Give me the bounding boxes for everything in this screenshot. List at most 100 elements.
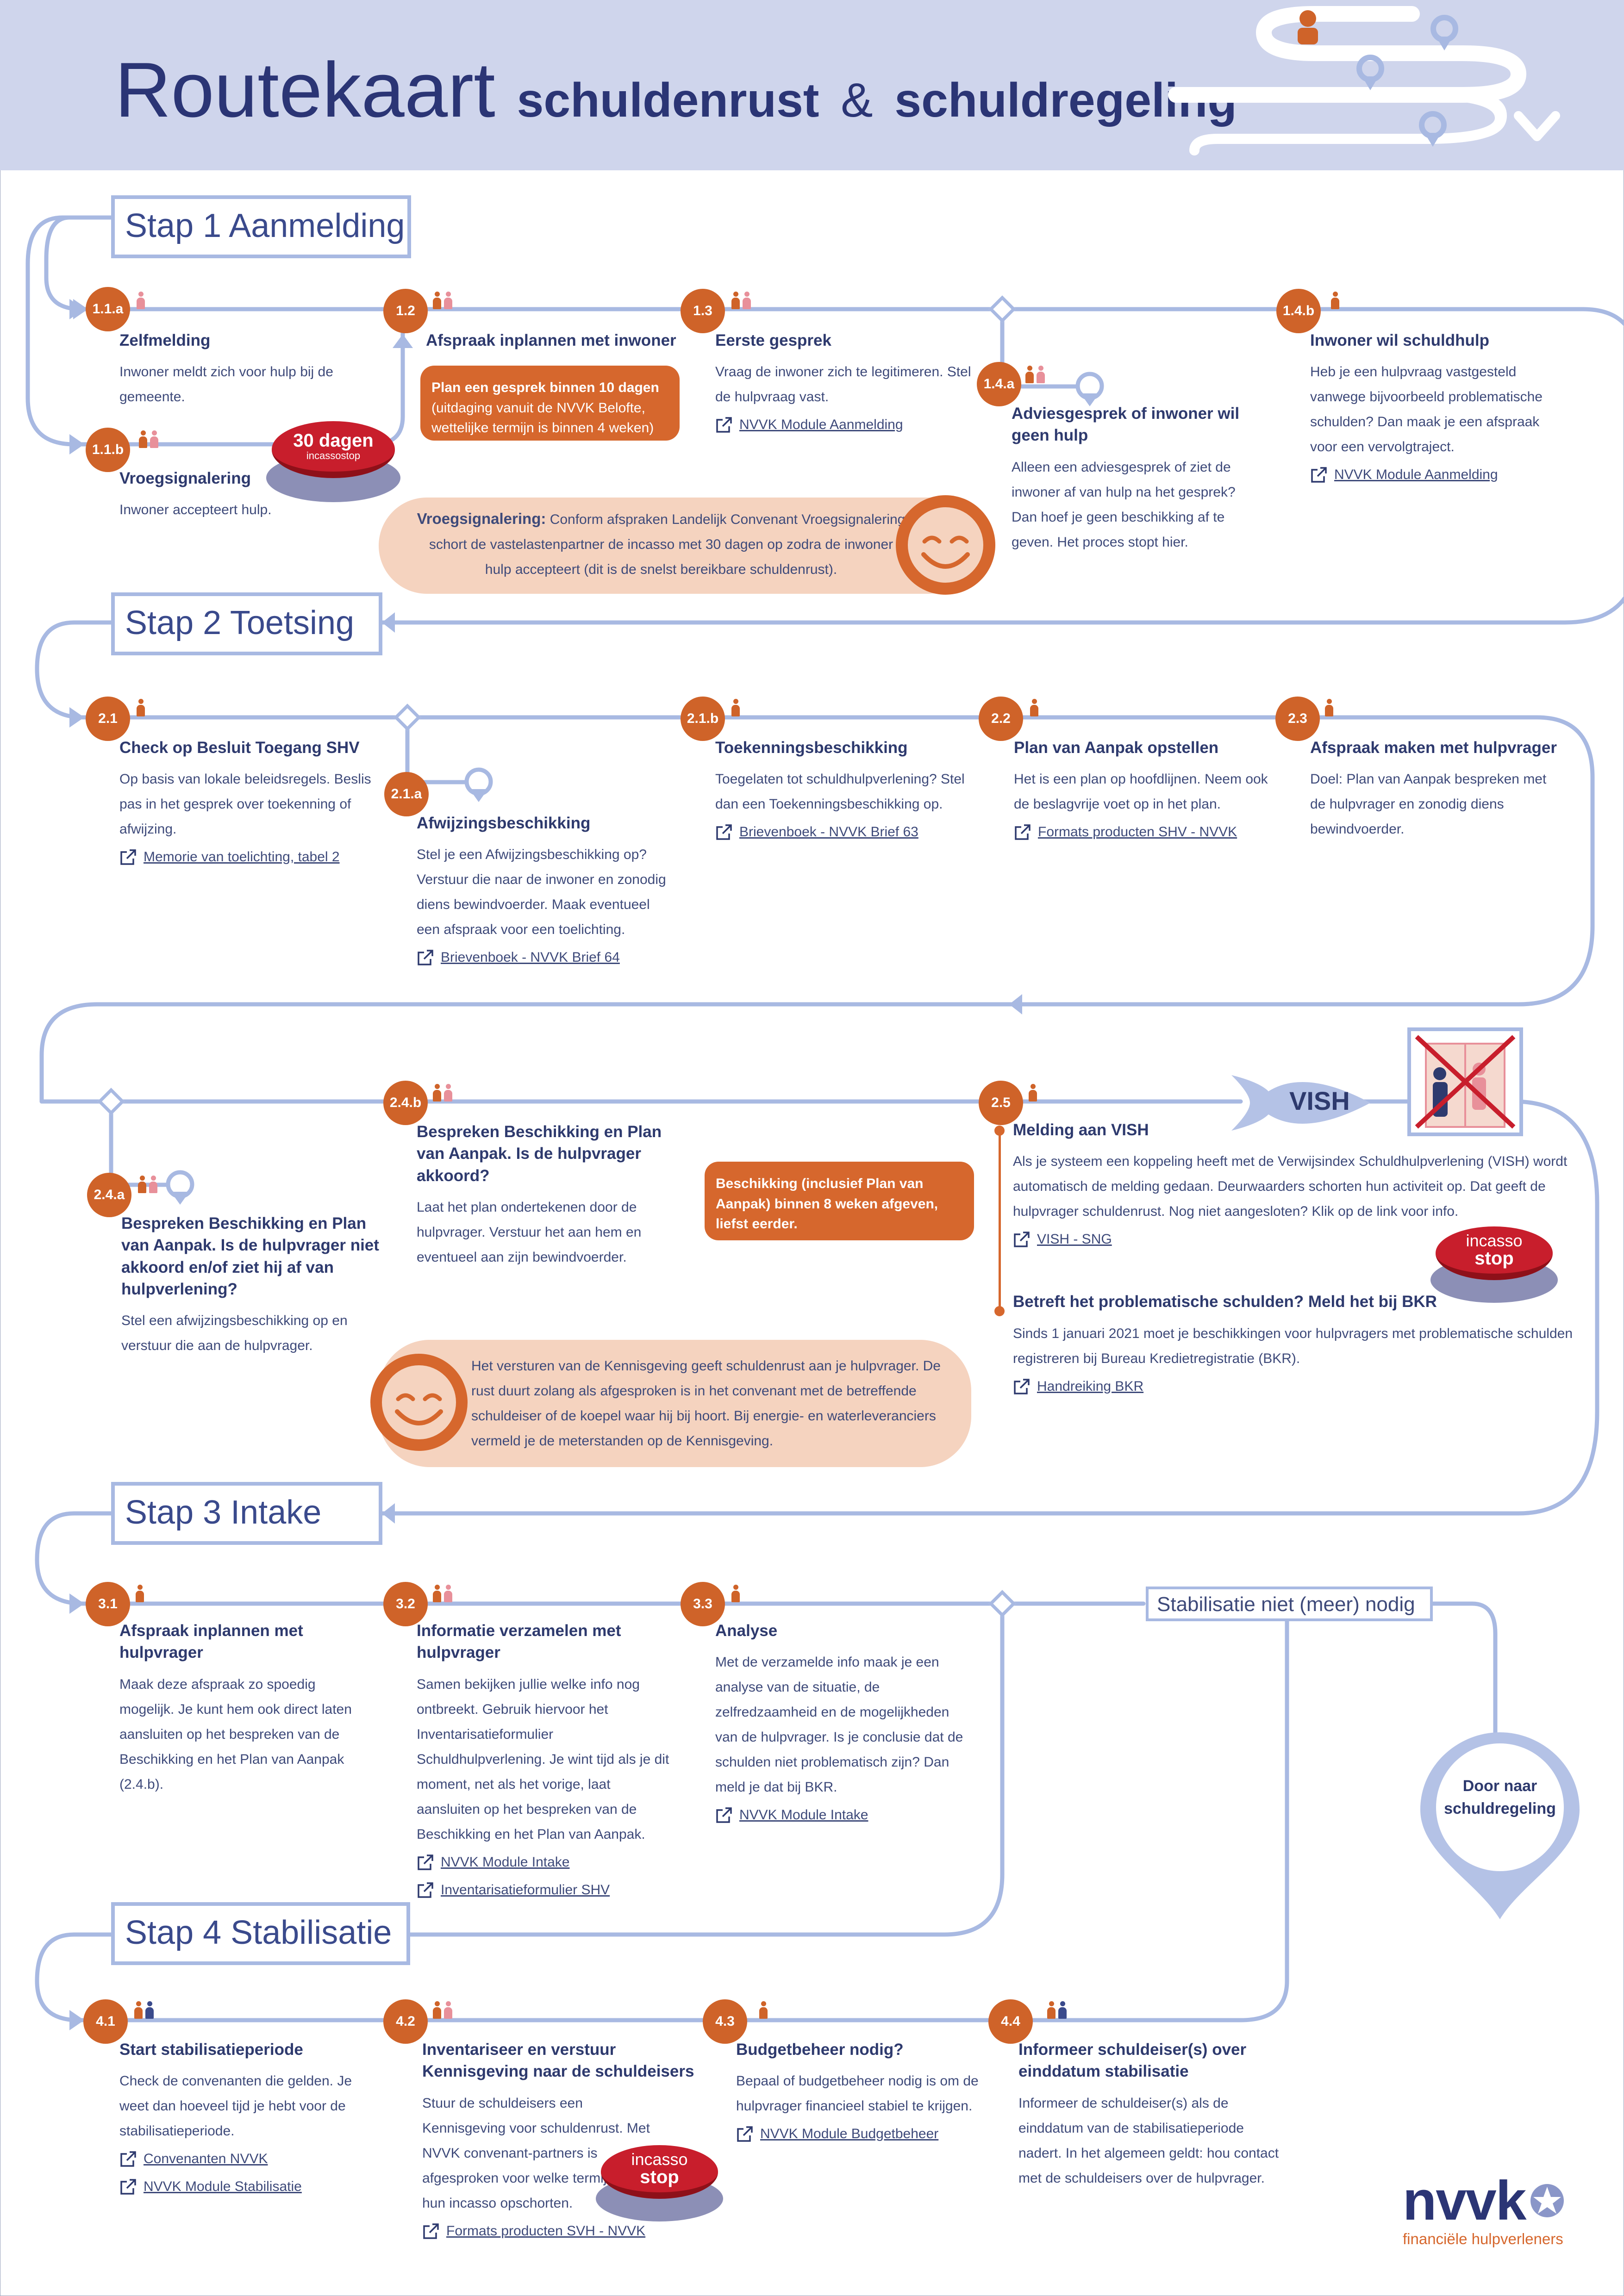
page-title: Routekaart schuldenrust & schuldregeling [115, 51, 1237, 129]
person-icon [433, 2001, 441, 2019]
location-pin-icon [1075, 372, 1104, 406]
person-icon-group [134, 2000, 154, 2019]
person-icon-group [136, 1584, 144, 1602]
person-icon-group [731, 291, 751, 309]
link-text[interactable]: VISH - SNG [1037, 1232, 1112, 1247]
node-number: 4.4 [988, 1999, 1033, 2044]
person-icon-group [433, 291, 452, 309]
destination-label: Door naar schuldregeling [1444, 1777, 1556, 1818]
link-text[interactable]: Handreiking BKR [1037, 1378, 1144, 1394]
link-text[interactable]: Convenanten NVVK [144, 2151, 268, 2167]
link-text[interactable]: Formats producten SVH - NVVK [446, 2223, 646, 2239]
link-vish-sng[interactable]: VISH - SNG [1013, 1227, 1587, 1252]
node-number: 3.3 [681, 1582, 725, 1626]
node-text: Heb je een hulpvraag vastgesteld vanwege… [1310, 364, 1543, 455]
callout-line-1: Plan een gesprek binnen 10 dagen [431, 380, 659, 395]
link-text[interactable]: NVVK Module Stabilisatie [144, 2179, 302, 2195]
person-icon [1047, 2001, 1056, 2019]
node-title-bkr: Betreft het problematische schulden? Mel… [1013, 1293, 1437, 1311]
callout-label: Vroegsignalering: [417, 510, 546, 527]
stamp-main: incasso [1466, 1231, 1523, 1250]
node-number: 4.2 [383, 1999, 428, 2044]
external-link-icon [418, 1882, 433, 1898]
step-4-stabilisatie: Stap 4 Stabilisatie [111, 1902, 410, 1965]
node-number: 2.1.b [681, 697, 725, 741]
external-link-icon [418, 950, 433, 965]
node-text: Stuur de schuldeisers een Kennisgeving v… [422, 2095, 650, 2211]
location-pin-icon [1419, 111, 1447, 147]
link-nvvk-module-intake-2[interactable]: NVVK Module Intake [715, 1803, 974, 1828]
person-icon [1029, 1084, 1037, 1101]
node-2-4-a: Bespreken Beschikking en Plan van Aanpak… [121, 1213, 381, 1358]
link-text[interactable]: NVVK Module Intake [441, 1854, 570, 1870]
person-icon [731, 699, 740, 716]
title-routekaart: Routekaart [115, 46, 495, 133]
node-text: Inwoner meldt zich voor hulp bij de geme… [119, 364, 333, 405]
person-icon-group [731, 1584, 740, 1602]
node-title: Afspraak inplannen met hulpvrager [119, 1622, 303, 1662]
node-1-4-b: Inwoner wil schuldhulp Heb je een hulpvr… [1310, 330, 1569, 487]
link-brievenboek-64[interactable]: Brievenboek - NVVK Brief 64 [417, 945, 676, 970]
link-nvvk-module-intake[interactable]: NVVK Module Intake [417, 1850, 676, 1875]
link-brievenboek-63[interactable]: Brievenboek - NVVK Brief 63 [715, 820, 974, 845]
link-text[interactable]: Inventarisatieformulier SHV [441, 1882, 610, 1898]
link-memorie-van-toelichting[interactable]: Memorie van toelichting, tabel 2 [119, 845, 379, 870]
person-icon [1058, 2001, 1067, 2019]
link-nvvk-module-stabilisatie[interactable]: NVVK Module Stabilisatie [119, 2174, 379, 2199]
link-text[interactable]: NVVK Module Budgetbeheer [760, 2126, 939, 2142]
link-nvvk-module-aanmelding[interactable]: NVVK Module Aanmelding [715, 412, 974, 437]
external-link-icon [120, 2179, 136, 2195]
link-text[interactable]: Memorie van toelichting, tabel 2 [144, 849, 340, 865]
node-title: Inventariseer en verstuur Kennisgeving n… [422, 2041, 694, 2081]
person-icon [149, 1176, 157, 1193]
link-text[interactable]: Formats producten SHV - NVVK [1038, 824, 1237, 840]
person-icon-group [138, 1175, 157, 1193]
link-nvvk-module-aanmelding-2[interactable]: NVVK Module Aanmelding [1310, 462, 1569, 487]
person-icon [731, 292, 740, 309]
node-title: Afspraak inplannen met inwoner [426, 331, 676, 349]
node-2-1-a: Afwijzingsbeschikking Stel je een Afwijz… [417, 812, 676, 970]
person-icon [136, 1585, 144, 1602]
person-icon-group [433, 2000, 452, 2019]
node-number: 1.2 [383, 289, 428, 333]
node-title: Toekenningsbeschikking [715, 739, 908, 757]
node-1-2: Afspraak inplannen met inwoner [426, 330, 685, 360]
link-handreiking-bkr[interactable]: Handreiking BKR [1013, 1374, 1587, 1399]
node-title: Zelfmelding [119, 331, 211, 349]
person-icon [444, 2001, 452, 2019]
stamp-sub: stop [1474, 1248, 1514, 1269]
title-schuldenrust: schuldenrust [517, 74, 819, 127]
link-text[interactable]: Brievenboek - NVVK Brief 63 [739, 824, 918, 840]
person-icon-group [137, 291, 145, 309]
person-icon-group [1025, 365, 1045, 383]
node-number: 2.3 [1275, 697, 1320, 741]
stamp-main: 30 dagen [293, 430, 374, 451]
link-text[interactable]: NVVK Module Aanmelding [1334, 467, 1498, 483]
link-text[interactable]: NVVK Module Aanmelding [739, 417, 903, 433]
link-text[interactable]: Brievenboek - NVVK Brief 64 [441, 950, 620, 965]
node-text: Bepaal of budgetbeheer nodig is om de hu… [736, 2073, 979, 2114]
person-icon [759, 2001, 768, 2019]
link-formats-producten-svh[interactable]: Formats producten SVH - NVVK [422, 2219, 700, 2244]
node-3-2: Informatie verzamelen met hulpvrager Sam… [417, 1620, 676, 1903]
node-number: 3.1 [86, 1582, 130, 1626]
node-2-2: Plan van Aanpak opstellen Het is een pla… [1014, 737, 1273, 845]
node-number: 4.3 [703, 1999, 747, 2044]
link-formats-producten-shv[interactable]: Formats producten SHV - NVVK [1014, 820, 1273, 845]
node-number: 2.1 [86, 697, 130, 741]
node-title: Afwijzingsbeschikking [417, 814, 591, 832]
bullet-line [999, 1129, 1001, 1310]
node-title: Bespreken Beschikking en Plan van Aanpak… [121, 1214, 379, 1298]
node-number: 3.2 [383, 1582, 428, 1626]
person-icon [433, 292, 441, 309]
person-icon-group [759, 2000, 768, 2019]
node-2-4-b: Bespreken Beschikking en Plan van Aanpak… [417, 1121, 676, 1270]
node-2-3: Afspraak maken met hulpvrager Doel: Plan… [1310, 737, 1560, 842]
link-nvvk-module-budgetbeheer[interactable]: NVVK Module Budgetbeheer [736, 2122, 986, 2147]
node-4-2: Inventariseer en verstuur Kennisgeving n… [422, 2039, 700, 2244]
link-text[interactable]: NVVK Module Intake [739, 1807, 868, 1823]
callout-plan-10-dagen: Plan een gesprek binnen 10 dagen (uitdag… [420, 366, 680, 441]
link-inventarisatieformulier[interactable]: Inventarisatieformulier SHV [417, 1878, 676, 1903]
link-convenanten-nvvk[interactable]: Convenanten NVVK [119, 2147, 379, 2172]
